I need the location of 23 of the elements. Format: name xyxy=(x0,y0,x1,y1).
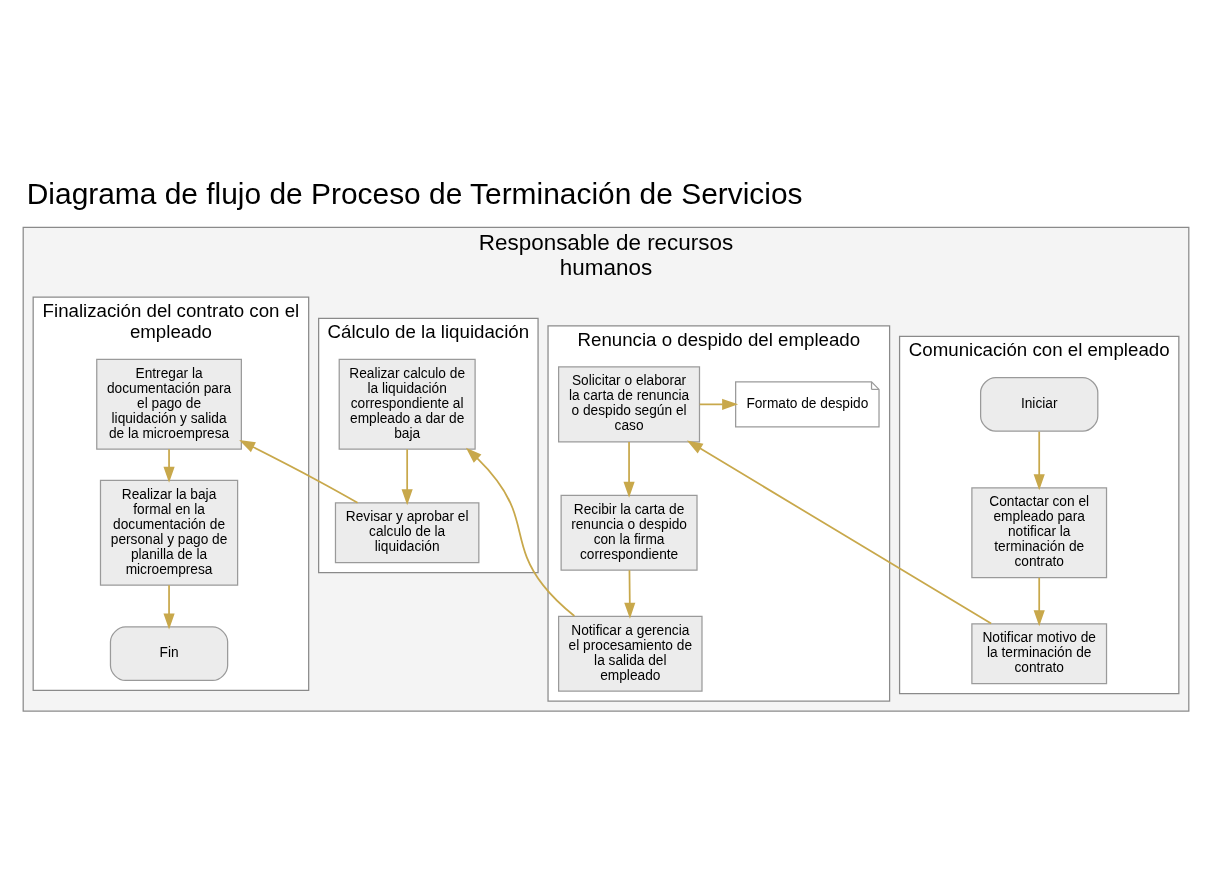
node-box: Contactar con el empleado para notificar la terminación de contrato xyxy=(971,487,1108,579)
node-box: Solicitar o elaborar la carta de renuncia o despido según el caso xyxy=(558,366,701,443)
node-box: Recibir la carta de renuncia o despido con la firma correspondiente xyxy=(560,494,698,571)
arrow xyxy=(623,441,635,498)
node-box: Iniciar xyxy=(980,376,1099,432)
node-box: Notificar motivo de la terminación de contrato xyxy=(971,623,1108,685)
arrow xyxy=(698,398,739,410)
node-box: Fin xyxy=(109,626,229,682)
arrow xyxy=(239,440,359,504)
arrow xyxy=(686,440,992,625)
node-box: Realizar calculo de la liquidación correspondiente al empleado a dar de baja xyxy=(338,358,476,450)
node-box: Entregar la documentación para el pago de liquidación y salida de la microempresa xyxy=(96,358,242,450)
arrow xyxy=(465,447,576,617)
arrow xyxy=(163,584,175,630)
node-box: Notificar a gerencia el procesamiento de la salida del empleado xyxy=(558,615,703,692)
diagram-title: Diagrama de flujo de Proceso de Terminación de Servicios xyxy=(26,176,803,210)
arrow xyxy=(624,569,636,619)
arrow xyxy=(1033,576,1045,627)
node-box: Realizar la baja formal en la documentación de personal y pago de planilla de la microempresa xyxy=(99,479,239,586)
node-box: Revisar y aprobar el calculo de la liquidación xyxy=(334,502,480,564)
arrow xyxy=(401,448,413,506)
arrow xyxy=(163,448,175,483)
arrow xyxy=(1033,430,1045,491)
